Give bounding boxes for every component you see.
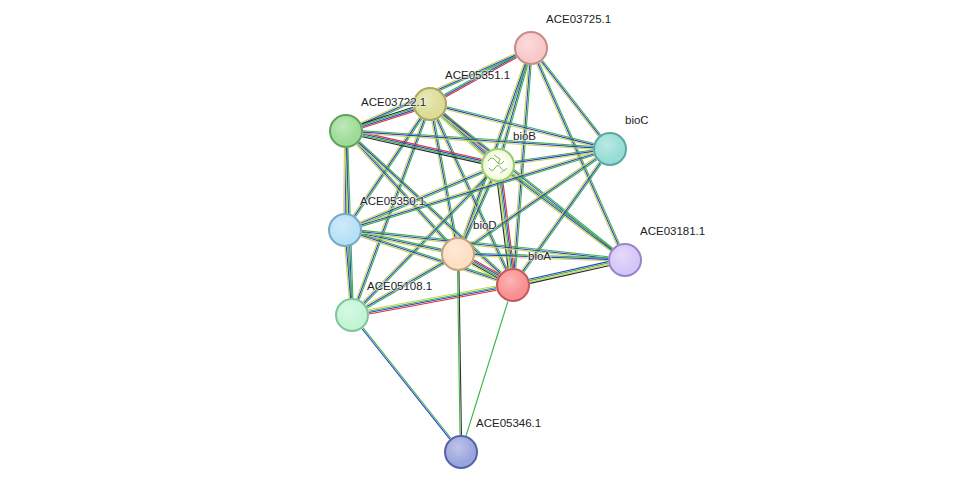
evidence-line [362,107,414,124]
evidence-line [362,110,414,127]
evidence-line [363,328,451,438]
node-label: ACE05351.1 [445,69,510,81]
evidence-line [473,262,498,276]
evidence-line [361,154,593,225]
protein-node: ACE03725.1 [514,31,548,65]
evidence-line [472,264,497,278]
protein-node: bioA [496,268,530,302]
evidence-line [445,56,516,96]
evidence-line [343,148,345,213]
evidence-line [512,175,612,250]
node-label: bioA [528,250,551,262]
interaction-edge [362,230,608,259]
protein-node: bioC [593,132,627,166]
evidence-line [442,116,485,154]
evidence-line [540,62,598,136]
node-label: bioC [625,114,649,126]
evidence-line [515,151,593,162]
evidence-line [359,141,501,272]
evidence-line [363,134,593,150]
evidence-line [366,261,443,305]
evidence-line [362,329,450,439]
interaction-edge [522,162,602,272]
node-label: ACE05350.1 [360,195,425,207]
evidence-line [361,153,593,224]
interaction-edge [529,262,609,284]
interaction-edge [361,54,516,126]
evidence-line [471,265,496,279]
interaction-edge [363,131,593,149]
protein-node: ACE03181.1 [608,243,642,277]
interaction-edge [466,301,508,436]
evidence-line [446,57,517,97]
evidence-line [363,111,415,128]
evidence-line [530,266,609,284]
evidence-line [345,247,349,298]
evidence-line [362,233,608,259]
evidence-line [462,64,524,238]
node-label: ACE05108.1 [367,280,432,292]
interaction-edge [471,260,499,279]
strand-sketch [500,170,505,173]
evidence-line [361,237,497,281]
strand-sketch [494,155,500,164]
node-label: ACE05346.1 [476,417,541,429]
evidence-line [514,65,529,268]
protein-node: bioB [481,148,515,182]
evidence-line [362,109,414,126]
evidence-line [512,174,612,249]
interaction-edge [361,234,498,281]
evidence-line [362,56,516,125]
evidence-line [369,290,497,314]
evidence-line [360,170,482,222]
evidence-line [530,264,609,282]
node-label: bioD [473,219,497,231]
evidence-line [361,235,497,279]
node-label: ACE03722.1 [361,96,426,108]
evidence-line [515,153,593,164]
protein-node: ACE05350.1 [328,213,362,247]
helix-sketch [488,158,504,164]
evidence-line [362,230,608,256]
evidence-line [362,155,594,226]
interaction-edge [515,150,594,164]
interaction-edge [362,328,451,439]
interaction-edge [511,174,612,251]
evidence-line [458,271,460,435]
evidence-line [369,289,497,313]
evidence-line [529,263,608,281]
evidence-line [466,301,508,436]
node-label: ACE03181.1 [640,225,705,237]
evidence-line [513,65,528,268]
interaction-edge [362,107,415,128]
protein-structure-icon [488,155,507,173]
protein-node: bioD [441,237,475,271]
helix-sketch [489,166,507,171]
evidence-line [363,131,593,147]
evidence-line [363,132,593,148]
evidence-line [529,262,608,280]
evidence-line [361,54,515,123]
evidence-line [362,55,516,124]
interaction-edge [513,65,531,268]
node-label: bioB [513,130,536,142]
protein-node: ACE05346.1 [444,435,478,469]
interaction-edge [361,153,594,227]
protein-node: ACE03722.1 [329,114,363,148]
evidence-line [511,176,611,251]
protein-node: ACE05108.1 [335,298,369,332]
interaction-edge [345,247,352,298]
evidence-line [362,232,608,258]
interaction-edge [540,61,600,137]
evidence-line [541,61,599,135]
interaction-edge [458,271,462,435]
node-label: ACE03725.1 [546,13,611,25]
evidence-line [516,65,531,268]
